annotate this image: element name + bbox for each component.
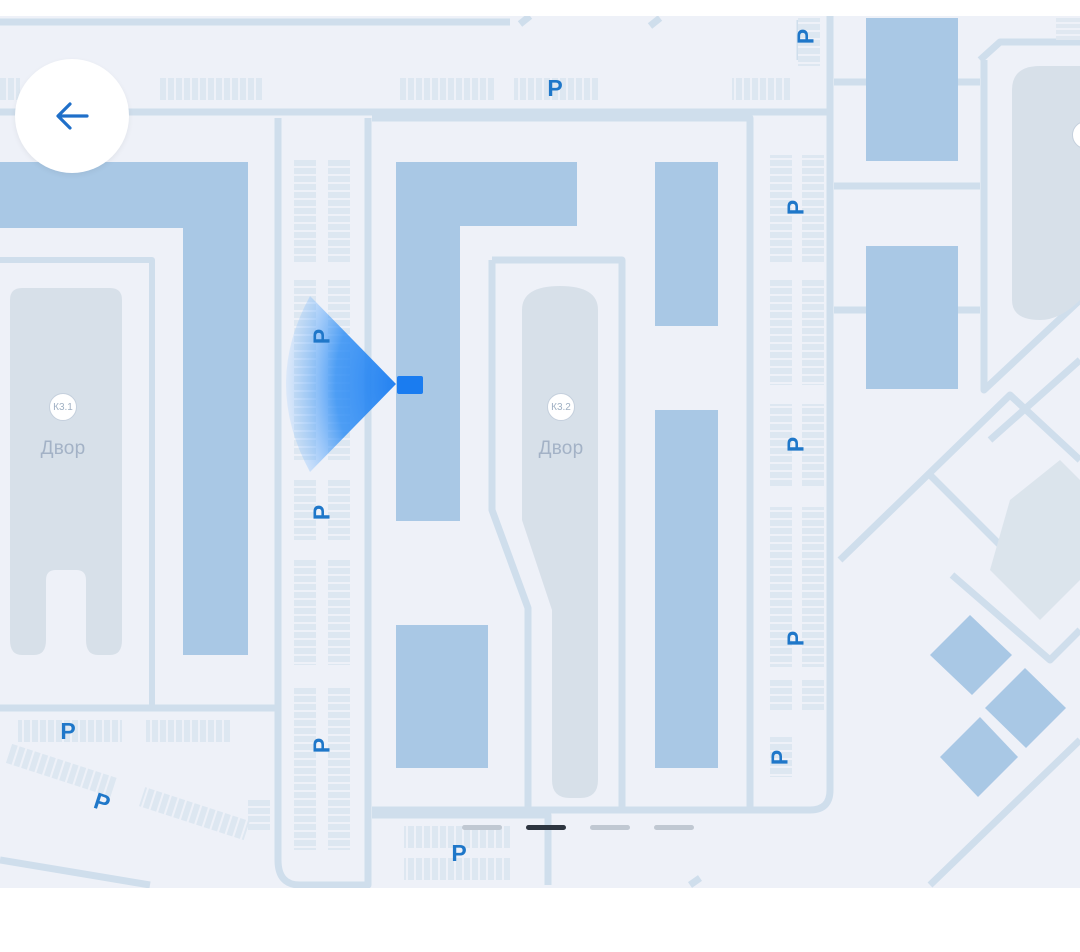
- parking-marker: P: [782, 199, 809, 216]
- buildings: [0, 18, 1066, 797]
- parking-marker: P: [766, 749, 793, 766]
- parking-marker: P: [308, 328, 335, 345]
- parking-marker: P: [60, 718, 76, 744]
- parking-marker: P: [308, 504, 335, 521]
- zone-label-k3-2: Двор: [538, 438, 584, 459]
- courtyards: [10, 66, 1080, 798]
- zone-badge-k3-1: К3.1: [49, 393, 77, 421]
- page-dot[interactable]: [654, 825, 694, 830]
- zone-label-k3-1: Двор: [40, 438, 86, 459]
- page-dot[interactable]: [590, 825, 630, 830]
- page-dot-active[interactable]: [526, 825, 566, 830]
- parking-marker: P: [308, 737, 335, 754]
- top-edge: [0, 0, 1080, 16]
- zone-badge-k3-2: К3.2: [547, 393, 575, 421]
- map-view[interactable]: К3.1 Двор К3.2 Двор К Дв P P P P P P P P…: [0, 0, 1080, 888]
- page-dot[interactable]: [462, 825, 502, 830]
- bottom-sheet: [0, 888, 1080, 952]
- location-marker: [397, 376, 423, 394]
- parking-marker: P: [451, 840, 467, 866]
- user-location: [286, 296, 423, 472]
- parking-marker: P: [792, 28, 819, 45]
- parking-marker: P: [782, 436, 809, 453]
- hatched-areas: [1056, 18, 1080, 40]
- page-indicator[interactable]: [462, 825, 694, 830]
- map-canvas: [0, 0, 1080, 888]
- parking-marker: P: [547, 75, 563, 101]
- parking-areas: [0, 18, 824, 880]
- back-button[interactable]: [15, 59, 129, 173]
- arrow-left-icon: [56, 102, 89, 130]
- parking-marker: P: [782, 630, 809, 647]
- zone-label-partial: Дв: [1032, 165, 1080, 187]
